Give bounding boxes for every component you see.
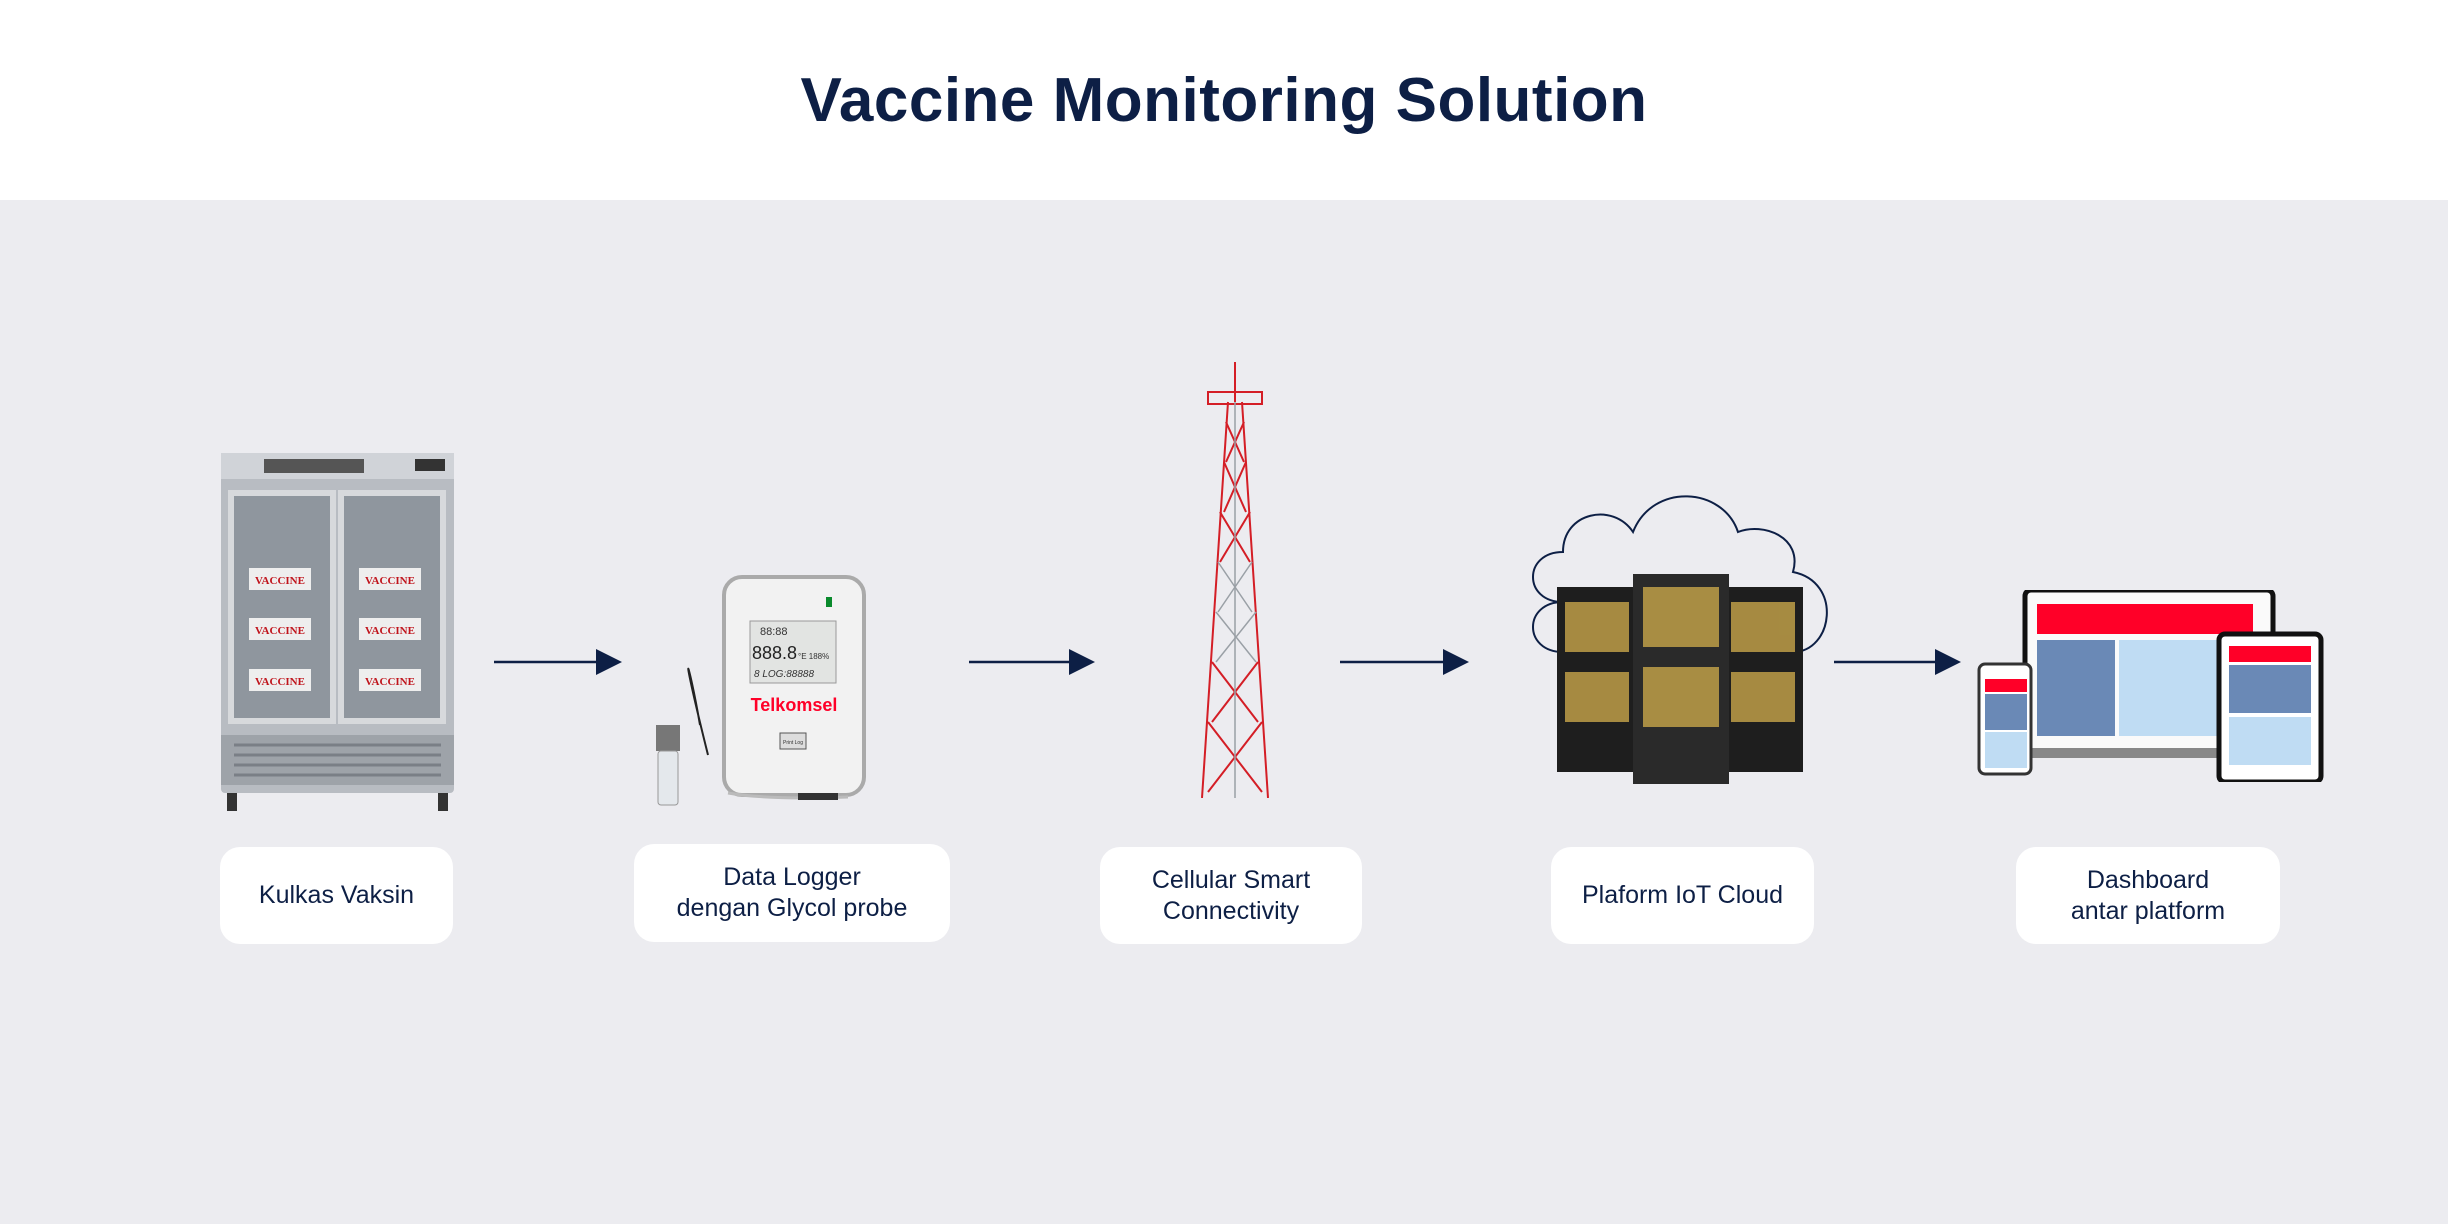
svg-text:°E 188%: °E 188% <box>798 652 829 661</box>
page-title: Vaccine Monitoring Solution <box>800 65 1648 135</box>
step-label-fridge: Kulkas Vaksin <box>220 847 453 944</box>
data-logger-icon: 88:88 888.8 °E 188% 8 LOG:88888 Telkomse… <box>656 575 866 806</box>
step-label-connectivity: Cellular Smart Connectivity <box>1100 847 1362 944</box>
svg-text:VACCINE: VACCINE <box>255 676 305 688</box>
svg-text:VACCINE: VACCINE <box>365 625 415 637</box>
svg-text:Telkomsel: Telkomsel <box>751 695 838 715</box>
cloud-server-icon <box>1532 495 1828 784</box>
svg-text:88:88: 88:88 <box>760 626 788 638</box>
svg-text:VACCINE: VACCINE <box>255 575 305 587</box>
arrow-right-icon <box>1834 649 1961 675</box>
step-label-iot-cloud: Plaform IoT Cloud <box>1551 847 1814 944</box>
svg-text:Print Log: Print Log <box>783 740 803 746</box>
vaccine-fridge-icon: VACCINE VACCINE VACCINE VACCINE VACCINE VAC… <box>221 453 454 811</box>
header: Vaccine Monitoring Solution <box>0 0 2448 200</box>
step-label-dashboard: Dashboard antar platform <box>2016 847 2280 944</box>
arrow-right-icon <box>494 649 622 675</box>
svg-text:888.8: 888.8 <box>752 643 797 663</box>
svg-text:VACCINE: VACCINE <box>365 575 415 587</box>
cell-tower-icon <box>1201 362 1269 798</box>
svg-text:VACCINE: VACCINE <box>255 625 305 637</box>
svg-text:VACCINE: VACCINE <box>365 676 415 688</box>
step-label-data-logger: Data Logger dengan Glycol probe <box>634 844 950 942</box>
svg-text:8 LOG:88888: 8 LOG:88888 <box>754 669 814 680</box>
arrow-right-icon <box>969 649 1095 675</box>
arrow-right-icon <box>1340 649 1469 675</box>
multi-device-dashboard-icon <box>1977 590 2324 782</box>
